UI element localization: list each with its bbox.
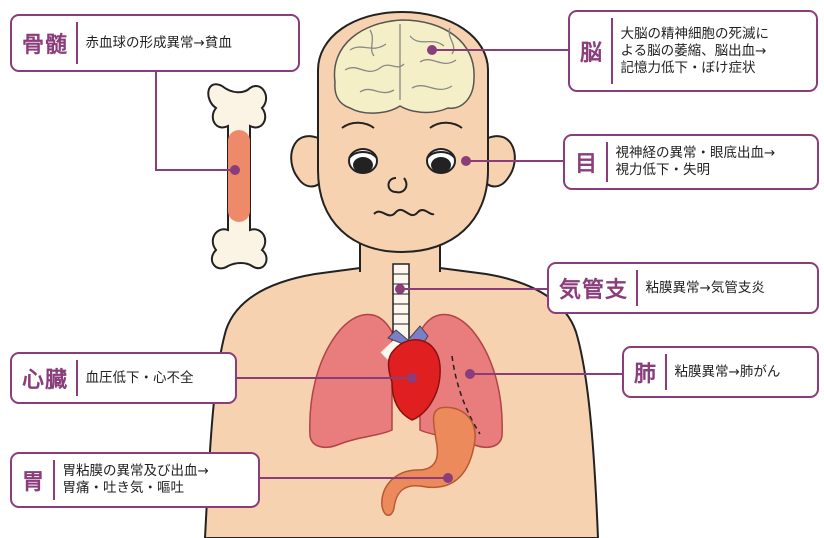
heart-desc-line: 血圧低下・心不全 [86, 370, 194, 387]
left-eye [349, 149, 377, 173]
callout-stomach: 胃 胃粘膜の異常及び出血→ 胃痛・吐き気・嘔吐 [10, 452, 260, 508]
callout-brain: 脳 大脳の精神細胞の死滅に よる脳の萎縮、脳出血→ 記憶力低下・ぼけ症状 [568, 10, 818, 92]
bone-marrow-title: 骨髄 [22, 27, 68, 59]
brain-desc-line: よる脳の萎縮、脳出血→ [621, 43, 770, 60]
stomach-desc-line: 胃粘膜の異常及び出血→ [63, 463, 209, 480]
right-eye [427, 149, 455, 173]
bone [208, 84, 266, 268]
eye-title: 目 [575, 146, 598, 178]
brain-desc-line: 記憶力低下・ぼけ症状 [621, 60, 770, 77]
brain-desc-line: 大脳の精神細胞の死滅に [621, 26, 770, 43]
callout-bronchus: 気管支 粘膜異常→気管支炎 [547, 262, 819, 314]
heart-title: 心臓 [22, 362, 68, 394]
bronchus-title: 気管支 [559, 272, 628, 304]
lung-desc-line: 粘膜異常→肺がん [675, 364, 781, 381]
stomach-title: 胃 [22, 464, 45, 496]
lung-title: 肺 [634, 356, 657, 388]
callout-lung: 肺 粘膜異常→肺がん [622, 346, 819, 398]
callout-eye: 目 視神経の異常・眼底出血→ 視力低下・失明 [563, 134, 819, 190]
callout-heart: 心臓 血圧低下・心不全 [10, 352, 237, 404]
stomach-desc-line: 胃痛・吐き気・嘔吐 [63, 480, 209, 497]
brain [334, 20, 474, 113]
eye-desc-line: 視力低下・失明 [616, 162, 776, 179]
eye-desc-line: 視神経の異常・眼底出血→ [616, 145, 776, 162]
brain-title: 脳 [580, 35, 603, 67]
callout-bone-marrow: 骨髄 赤血球の形成異常→貧血 [10, 14, 300, 72]
bone-marrow-desc-line: 赤血球の形成異常→貧血 [86, 35, 232, 52]
bronchus-desc-line: 粘膜異常→気管支炎 [646, 280, 765, 297]
